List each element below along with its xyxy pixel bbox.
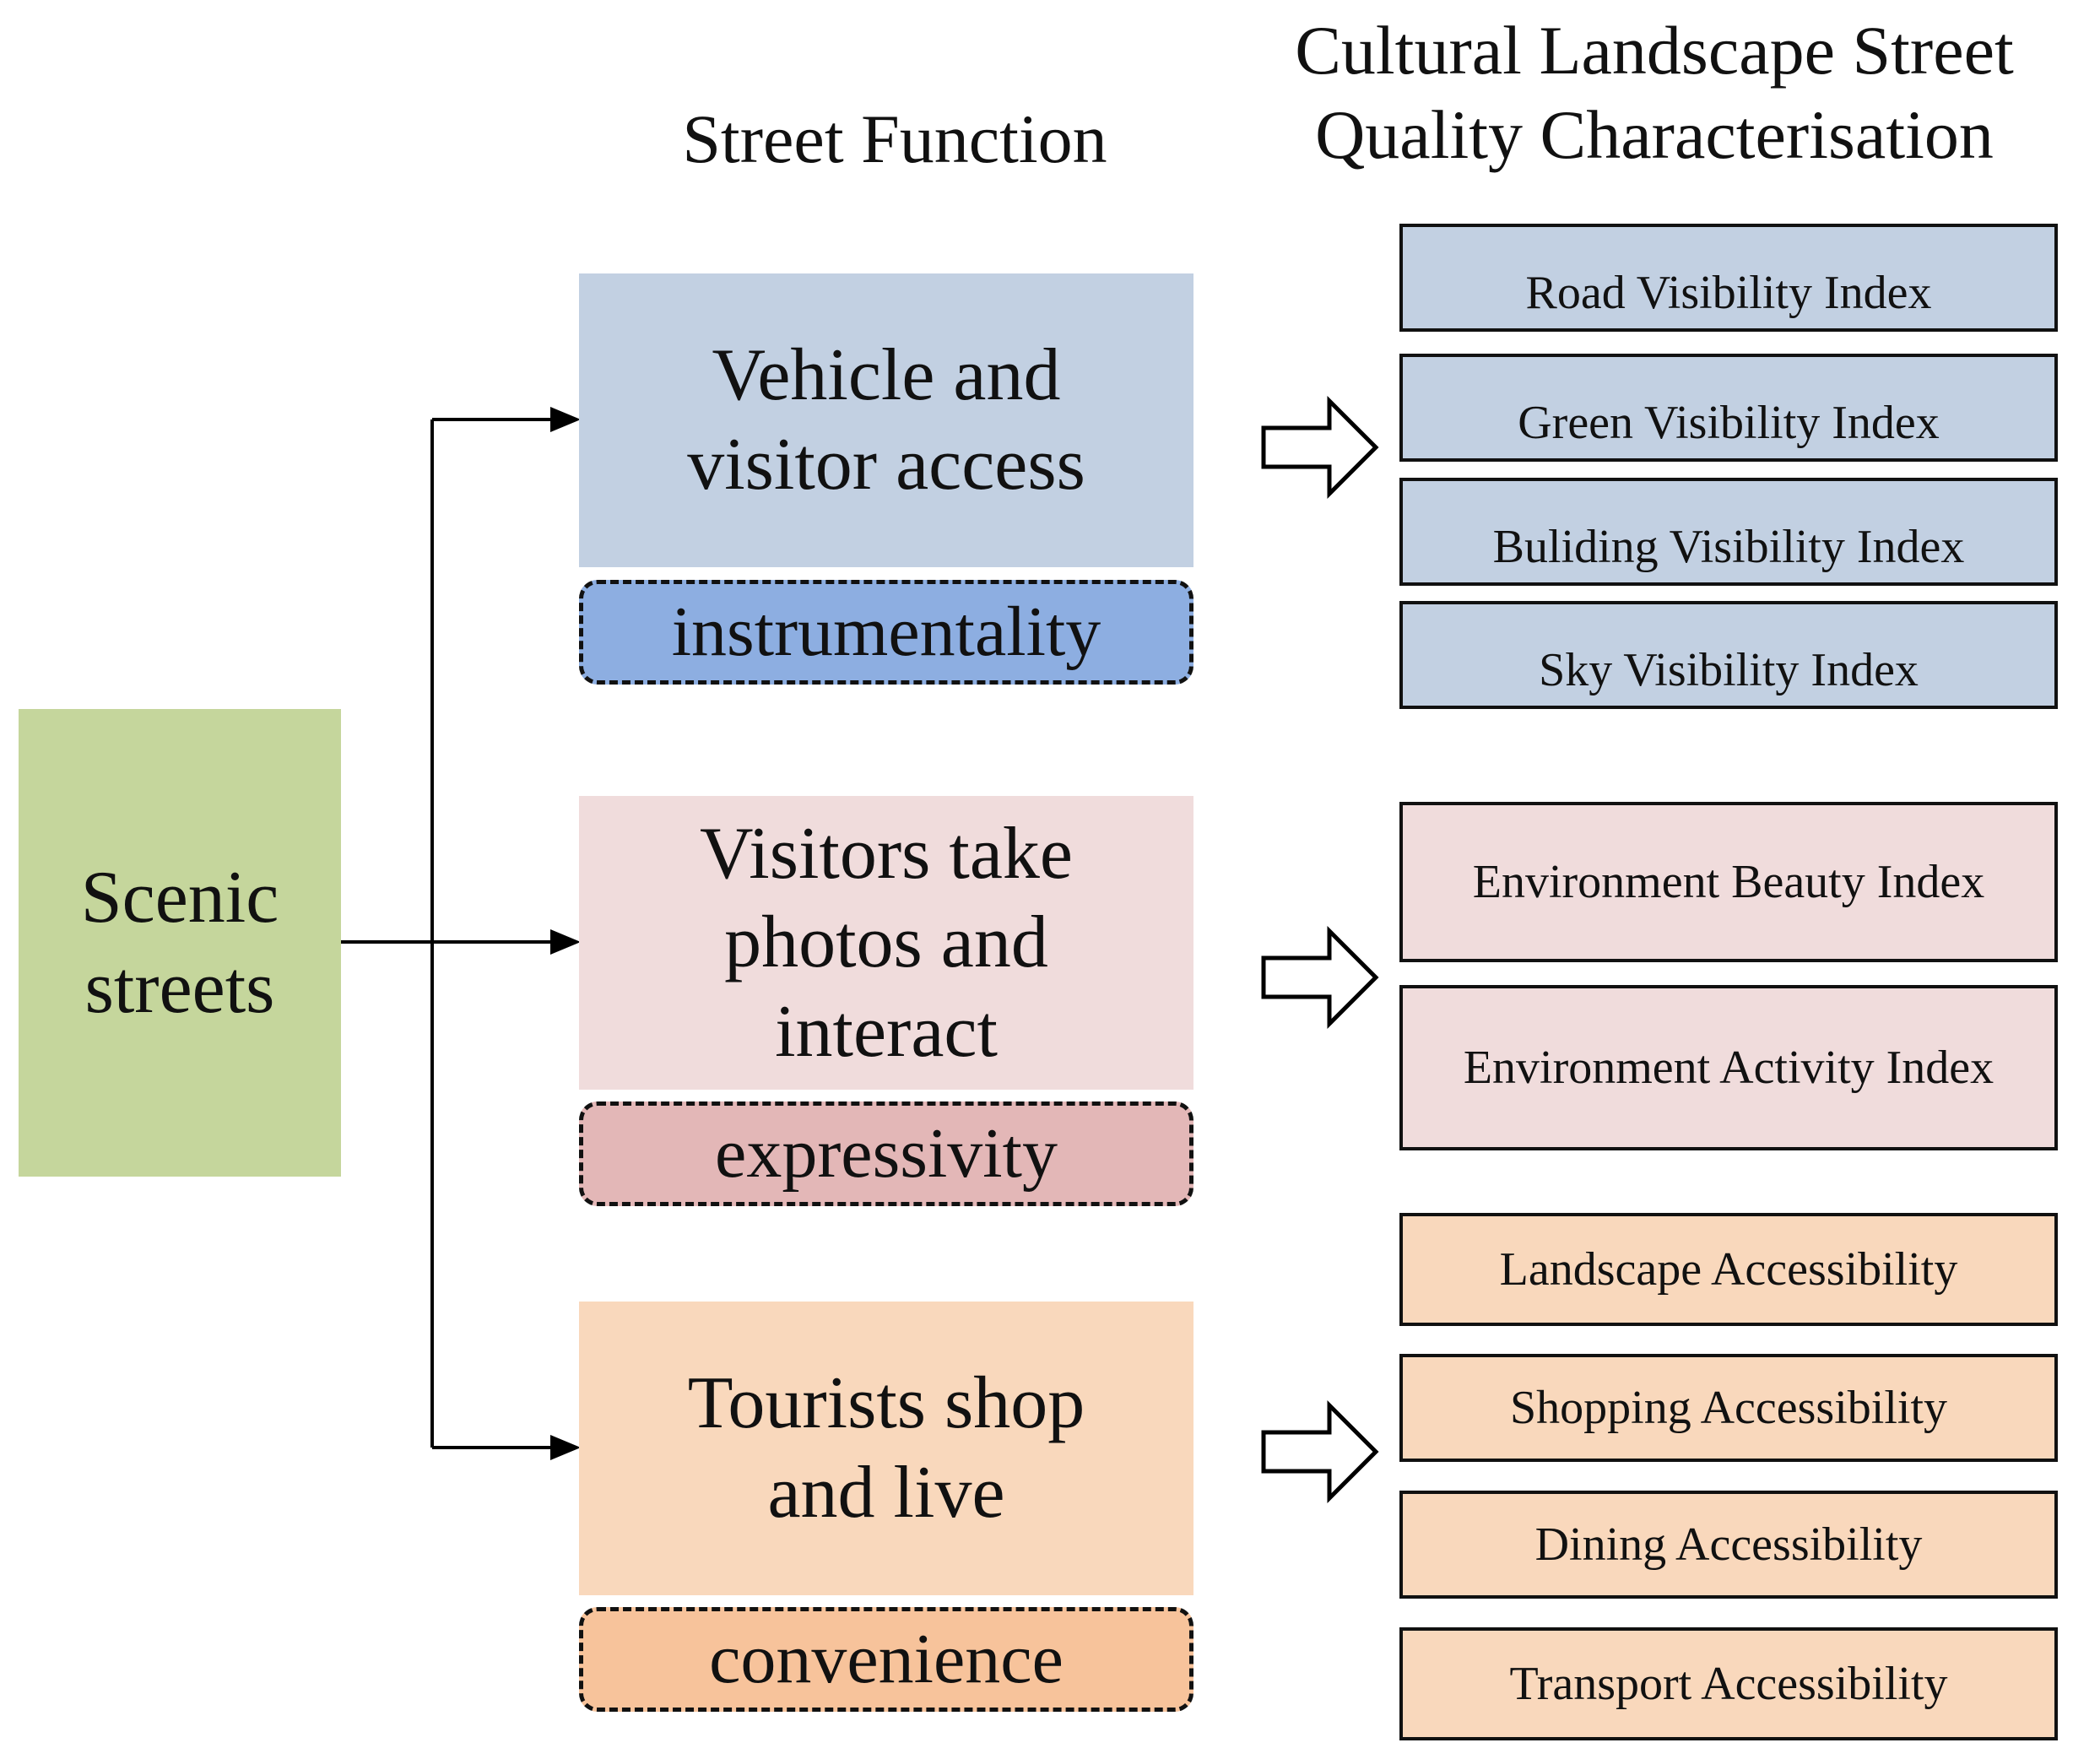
function-label: Vehicle and visitor access (687, 334, 1085, 506)
indicator-dining-accessibility: Dining Accessibility (1399, 1491, 2058, 1599)
function-label: Tourists shop and live (687, 1362, 1085, 1534)
function-label: Visitors take photos and interact (700, 812, 1073, 1073)
block-arrow-3 (1261, 1399, 1379, 1504)
tag-label: expressivity (715, 1114, 1058, 1193)
arrowhead-1 (550, 407, 581, 432)
connector-arrowheads (550, 407, 581, 1460)
block-arrows (1261, 395, 1379, 1504)
arrowhead-3 (550, 1435, 581, 1460)
scenic-streets-label: Scenic streets (80, 856, 279, 1029)
indicator-sky-visibility: Sky Visibility Index (1399, 601, 2058, 709)
indicator-landscape-accessibility: Landscape Accessibility (1399, 1213, 2058, 1326)
street-function-heading: Street Function (682, 100, 1107, 177)
indicator-shopping-accessibility: Shopping Accessibility (1399, 1354, 2058, 1462)
tag-convenience: convenience (579, 1607, 1193, 1712)
function-box-shop-live: Tourists shop and live (579, 1302, 1193, 1595)
indicator-transport-accessibility: Transport Accessibility (1399, 1627, 2058, 1740)
function-box-photos-interact: Visitors take photos and interact (579, 796, 1193, 1090)
tag-label: instrumentality (671, 593, 1101, 671)
block-arrow-1 (1261, 395, 1379, 500)
function-box-vehicle-access: Vehicle and visitor access (579, 273, 1193, 567)
indicator-environment-activity: Environment Activity Index (1399, 985, 2058, 1150)
indicator-building-visibility: Buliding Visibility Index (1399, 478, 2058, 586)
indicator-road-visibility: Road Visibility Index (1399, 224, 2058, 332)
block-arrow-2 (1261, 925, 1379, 1030)
arrowhead-2 (550, 929, 581, 955)
indicator-environment-beauty: Environment Beauty Index (1399, 802, 2058, 962)
tag-instrumentality: instrumentality (579, 580, 1193, 685)
scenic-streets-box: Scenic streets (19, 709, 341, 1177)
tag-label: convenience (709, 1620, 1064, 1698)
root-connector (339, 418, 557, 1449)
indicator-green-visibility: Green Visibility Index (1399, 354, 2058, 462)
tag-expressivity: expressivity (579, 1101, 1193, 1206)
characterisation-heading: Cultural Landscape Street Quality Charac… (1295, 12, 2014, 174)
